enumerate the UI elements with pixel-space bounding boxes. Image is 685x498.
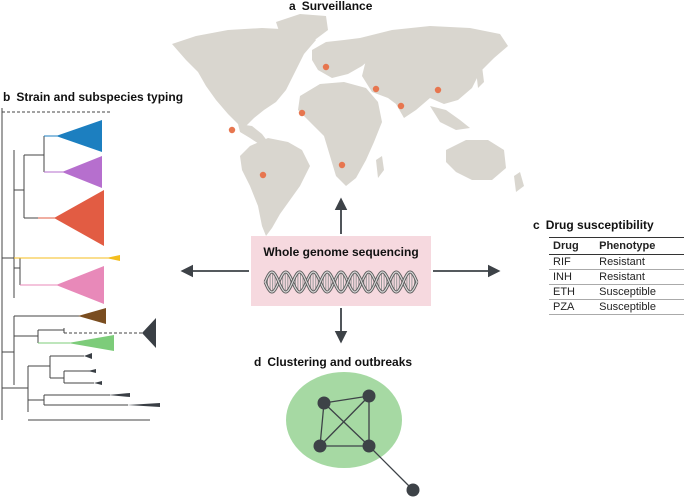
clade-triangle-yellow [106, 255, 120, 261]
panel-b-letter: b [3, 90, 11, 104]
panel-c-letter: c [533, 218, 540, 232]
phenotype-cell: Susceptible [595, 284, 684, 300]
clade-triangle-brown [78, 308, 106, 324]
cluster-edge [323, 402, 370, 447]
clade-triangle-pink [56, 266, 104, 304]
panel-d-label: d Clustering and outbreaks [254, 355, 412, 369]
new-zealand [514, 172, 524, 192]
table-row: INH Resistant [549, 269, 684, 285]
clade-triangle-blue [56, 120, 102, 152]
panel-b-title: Strain and subspecies typing [16, 90, 184, 104]
panel-c-label: c Drug susceptibility [533, 218, 654, 232]
greenland [276, 14, 328, 44]
drug-cell: INH [549, 269, 596, 285]
panel-b-label: b Strain and subspecies typing [3, 90, 183, 104]
drug-header: Drug [549, 237, 596, 255]
madagascar [376, 156, 384, 178]
cluster-node [313, 439, 327, 453]
clade-triangle-green [68, 335, 114, 351]
phylogenetic-tree [1, 108, 150, 421]
asia [360, 26, 508, 118]
drug-cell: RIF [549, 254, 596, 270]
arrows [180, 197, 501, 344]
dna-helix-icon [263, 270, 419, 294]
table-row: RIF Resistant [549, 254, 684, 270]
clade-triangle-small [108, 393, 130, 397]
phenotype-cell: Susceptible [595, 299, 684, 315]
dna-strand-highlight [264, 271, 418, 293]
cluster-edge [319, 395, 370, 447]
dna-helix [263, 270, 419, 294]
cluster-edges [319, 395, 414, 491]
drug-table: Drug Phenotype RIF Resistant INH Resista… [549, 237, 684, 315]
australia [446, 140, 506, 180]
clade-triangles [54, 120, 160, 407]
surveillance-dot [298, 109, 306, 117]
drug-table-header-row: Drug Phenotype [549, 237, 684, 255]
clade-triangle-small [94, 381, 102, 385]
clade-triangle-small [88, 369, 96, 373]
surveillance-dot [434, 86, 442, 94]
south-america [240, 138, 310, 236]
cluster-nodes [313, 389, 420, 497]
cluster-node [362, 439, 376, 453]
cluster-node [406, 483, 420, 497]
surveillance-dots [228, 63, 442, 179]
phenotype-cell: Resistant [595, 269, 684, 285]
japan [476, 66, 484, 88]
clade-triangle-purple [62, 156, 102, 188]
cluster-node [362, 389, 376, 403]
wgs-title: Whole genome sequencing [263, 245, 419, 259]
surveillance-dot [322, 63, 330, 71]
cluster-network [286, 372, 420, 497]
surveillance-dot [372, 85, 380, 93]
cluster-ellipse [286, 372, 402, 468]
clade-triangle-small [84, 353, 92, 359]
table-row: PZA Susceptible [549, 299, 684, 315]
africa [298, 82, 382, 186]
world-map [172, 14, 524, 236]
central-america [238, 124, 268, 146]
cluster-edge [319, 402, 325, 447]
panel-a-label: a Surveillance [289, 0, 372, 13]
surveillance-dot [397, 102, 405, 110]
panel-a-letter: a [289, 0, 296, 13]
drug-cell: ETH [549, 284, 596, 300]
dna-strand-highlight [264, 271, 418, 293]
clade-triangle-dark [142, 318, 156, 348]
drug-cell: PZA [549, 299, 596, 315]
southeast-asia [430, 106, 470, 130]
clade-triangle-small [126, 403, 160, 407]
panel-d-letter: d [254, 355, 262, 369]
phenotype-header: Phenotype [595, 237, 684, 255]
wgs-box: Whole genome sequencing [251, 236, 431, 306]
surveillance-dot [259, 171, 267, 179]
panel-c-title: Drug susceptibility [545, 218, 654, 232]
clade-triangle-red [54, 190, 104, 246]
surveillance-dot [228, 126, 236, 134]
phenotype-cell: Resistant [595, 254, 684, 270]
cluster-edge [323, 395, 370, 404]
surveillance-dot [338, 161, 346, 169]
panel-d-title: Clustering and outbreaks [267, 355, 413, 369]
table-row: ETH Susceptible [549, 284, 684, 300]
cluster-node [317, 396, 331, 410]
north-america [172, 28, 316, 126]
panel-a-title: Surveillance [301, 0, 373, 13]
cluster-edge [368, 445, 414, 491]
